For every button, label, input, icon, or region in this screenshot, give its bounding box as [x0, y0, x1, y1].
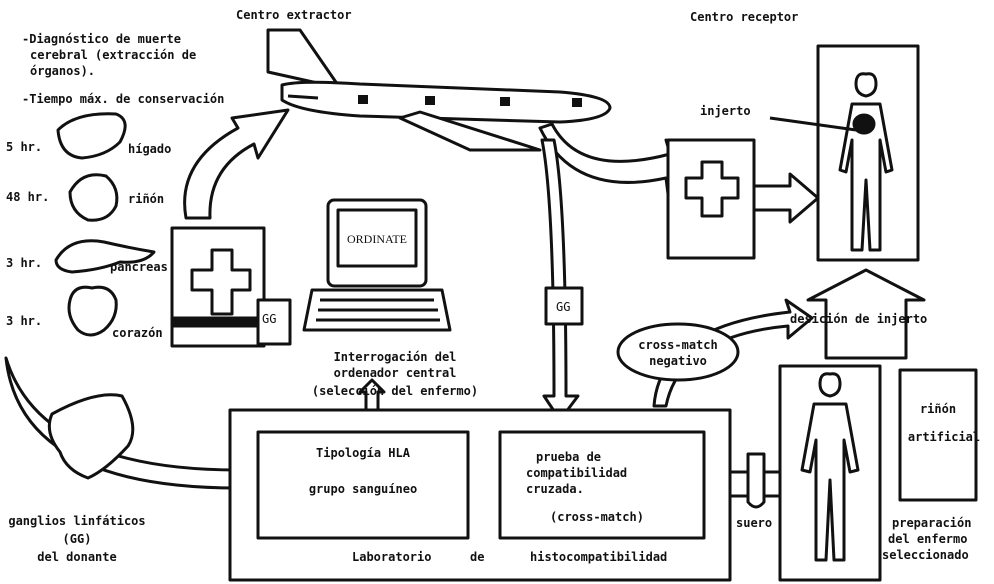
cross-match-bubble-line1: cross-match [618, 338, 738, 352]
liver-icon [58, 114, 125, 158]
donor-box-gg-label: GG [262, 312, 276, 326]
organ-time-heart: 3 hr. [6, 314, 42, 328]
recipient-center-heading: Centro receptor [690, 10, 798, 24]
computer-caption-line1: Interrogación del [300, 350, 490, 364]
decision-label: desición de injerto [790, 312, 927, 326]
arrow-lymph-to-lab [6, 358, 266, 500]
lymph-label-line3: del donante [2, 550, 152, 564]
serum-label: suero [736, 516, 772, 530]
organ-time-pancreas: 3 hr. [6, 256, 42, 270]
computer-caption-line2: ordenador central [300, 366, 490, 380]
patient-prep-line2: del enfermo [888, 532, 967, 546]
cross-match-bubble-line2: negativo [618, 354, 738, 368]
computer-icon [304, 200, 450, 330]
kidney-icon [70, 175, 117, 221]
organ-name-kidney: riñón [128, 192, 164, 206]
donor-note-line1: -Diagnóstico de muerte [22, 32, 181, 46]
patient-prep-line3: seleccionado [882, 548, 969, 562]
donor-note-line2: cerebral (extracción de [30, 48, 196, 62]
arrow-down-to-crossmatch [542, 140, 578, 420]
lab-hla-line2: grupo sanguíneo [258, 482, 468, 496]
cross-match-bubble [618, 324, 738, 380]
lymph-label-line1: ganglios linfáticos [2, 514, 152, 528]
lab-title-word1: Laboratorio [352, 550, 431, 564]
lab-title-word2: de [470, 550, 484, 564]
arrow-to-recipient-patient [754, 174, 818, 222]
airplane-icon [268, 30, 610, 150]
serum-tube-icon [748, 454, 764, 507]
patient-prep-line1: preparación [892, 516, 971, 530]
artificial-kidney-line2: artificial [896, 430, 992, 444]
organ-time-liver: 5 hr. [6, 140, 42, 154]
graft-kidneys-icon [854, 115, 874, 133]
lab-cm-line2: compatibilidad [526, 466, 627, 480]
lab-cm-line4: (cross-match) [550, 510, 644, 524]
computer-screen-text: ORDINATE [338, 232, 416, 246]
lymph-label-line2: (GG) [2, 532, 152, 546]
organ-name-pancreas: páncreas [110, 260, 168, 274]
organ-name-liver: hígado [128, 142, 171, 156]
arrow-to-airplane [185, 110, 288, 218]
recipient-organ-box-icon [668, 140, 754, 258]
donor-note-line3: órganos). [30, 64, 95, 78]
organ-name-heart: corazón [112, 326, 163, 340]
artificial-kidney-line1: riñón [900, 402, 976, 416]
donor-organ-box-icon [172, 228, 290, 346]
lab-hla-line1: Tipología HLA [258, 446, 468, 460]
organ-time-kidney: 48 hr. [6, 190, 49, 204]
lab-cm-line1: prueba de [536, 450, 601, 464]
lab-title-word3: histocompatibilidad [530, 550, 667, 564]
donor-center-heading: Centro extractor [236, 8, 352, 22]
donor-note-line4: -Tiempo máx. de conservación [22, 92, 224, 106]
transport-box-gg-label: GG [556, 300, 570, 314]
graft-label: injerto [700, 104, 751, 118]
computer-caption-line3: (selección del enfermo) [282, 384, 508, 398]
lab-cm-line3: cruzada. [526, 482, 584, 496]
heart-icon [69, 287, 116, 335]
